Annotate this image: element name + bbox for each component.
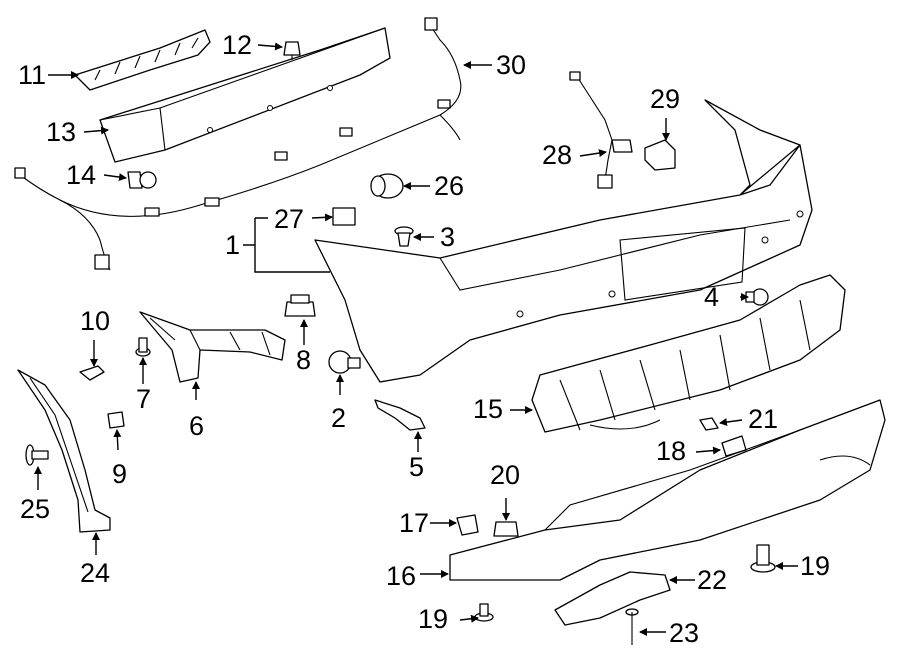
callout-17: 17 <box>399 508 430 538</box>
part-19-pin-right <box>750 544 776 573</box>
callout-8: 8 <box>296 345 312 375</box>
part-22-exhaust-trim <box>554 571 671 626</box>
part-4-bolt <box>745 288 769 306</box>
callout-5: 5 <box>409 452 425 482</box>
part-3-push-pin <box>394 226 414 247</box>
callout-6: 6 <box>189 411 205 441</box>
part-8-clip <box>284 294 316 317</box>
part-25-pin <box>25 444 49 466</box>
part-21-screw <box>699 417 719 431</box>
callout-7: 7 <box>136 384 152 414</box>
part-9-nut <box>107 411 125 429</box>
callout-20: 20 <box>490 460 521 490</box>
part-20-nut <box>493 521 519 537</box>
callout-10: 10 <box>80 306 111 336</box>
callout-14: 14 <box>66 160 97 190</box>
leader-lines <box>34 42 798 636</box>
callout-18: 18 <box>656 436 687 466</box>
part-1-bumper-fascia <box>314 99 813 383</box>
part-10-push-pin <box>79 365 105 381</box>
callout-23: 23 <box>669 618 700 648</box>
part-28-sensor <box>569 71 633 189</box>
callout-30: 30 <box>496 50 527 80</box>
part-16-lower-valance <box>449 399 886 581</box>
callout-2: 2 <box>331 403 347 433</box>
callout-16: 16 <box>386 561 417 591</box>
part-2-pin <box>328 350 361 374</box>
part-29-bracket <box>644 139 676 171</box>
part-17-clip <box>456 514 479 536</box>
callout-11: 11 <box>18 60 47 90</box>
callout-25: 25 <box>20 494 51 524</box>
part-19-pin-left <box>474 603 494 622</box>
part-15-energy-absorber <box>531 274 846 433</box>
callout-26: 26 <box>434 171 465 201</box>
callout-15: 15 <box>473 394 504 424</box>
callout-1: 1 <box>225 230 241 260</box>
part-23-fastener <box>625 608 639 645</box>
part-14-screw <box>127 171 157 189</box>
callout-22: 22 <box>697 565 728 595</box>
callout-12: 12 <box>222 30 253 60</box>
callout-27: 27 <box>274 204 305 234</box>
part-24-side-bracket <box>17 369 111 533</box>
callout-29: 29 <box>650 84 681 114</box>
part-6-guide-bracket <box>139 311 286 383</box>
callout-28: 28 <box>542 140 573 170</box>
callout-4: 4 <box>704 282 720 312</box>
callout-24: 24 <box>80 558 111 588</box>
part-30-wiring-harness <box>14 17 462 271</box>
part-7-bolt <box>135 337 151 357</box>
callout-19-right: 19 <box>800 551 831 581</box>
callout-19-left: 19 <box>418 604 449 634</box>
part-12-bolt <box>283 41 301 60</box>
part-11-bracket <box>74 29 211 91</box>
part-26-grommet <box>370 173 404 199</box>
callout-9: 9 <box>112 459 128 489</box>
callout-3: 3 <box>440 222 456 252</box>
callout-13: 13 <box>46 117 77 147</box>
part-27-clip <box>332 207 356 226</box>
part-13-impact-bar <box>99 27 391 163</box>
part-5-brace <box>374 399 426 431</box>
callout-21: 21 <box>748 404 779 434</box>
